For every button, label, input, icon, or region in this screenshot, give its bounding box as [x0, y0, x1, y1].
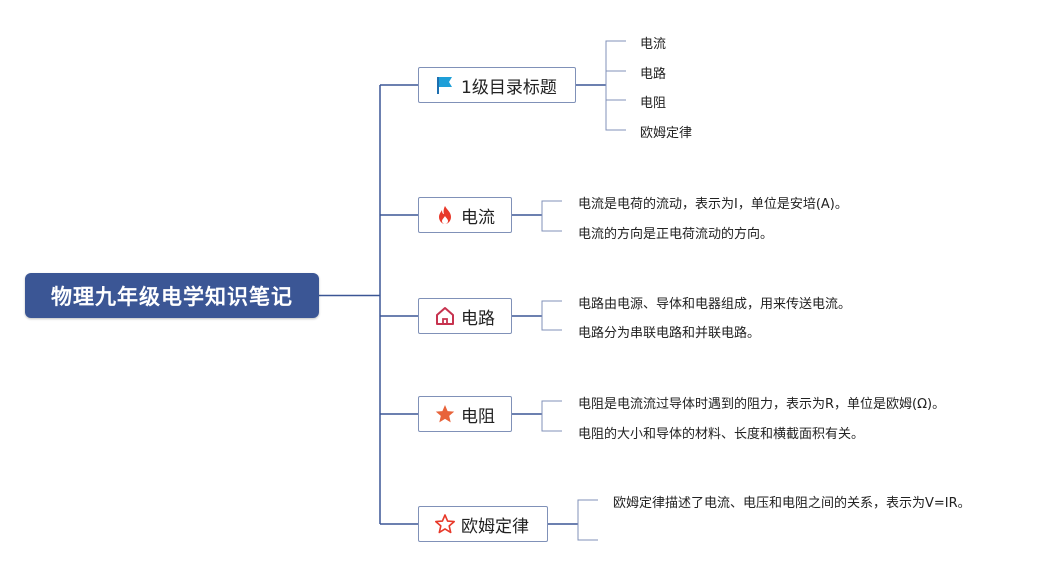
leaf-text[interactable]: 电阻是电流流过导体时遇到的阻力，表示为R，单位是欧姆(Ω)。: [578, 397, 946, 412]
topic-label: 欧姆定律: [461, 516, 529, 537]
leaf-bracket: [605, 40, 626, 131]
leaf-text[interactable]: 电流: [640, 37, 667, 52]
leaf-text[interactable]: 电路: [640, 67, 667, 82]
leaf-bracket: [541, 300, 562, 331]
topic-label: 电流: [461, 207, 495, 228]
leaf-bracket: [541, 400, 562, 432]
leaf-text[interactable]: 电阻: [640, 96, 667, 111]
topic-current[interactable]: 电流: [418, 197, 512, 233]
leaf-text[interactable]: 电阻的大小和导体的材料、长度和横截面积有关。: [578, 427, 865, 442]
leaf-text[interactable]: 欧姆定律描述了电流、电压和电阻之间的关系，表示为V=IR。: [613, 496, 971, 511]
root-title: 物理九年级电学知识笔记: [51, 284, 293, 309]
topic-label: 1级目录标题: [461, 77, 557, 98]
topic-label: 电路: [461, 308, 495, 329]
star-icon: [434, 403, 456, 425]
topic-ohms-law[interactable]: 欧姆定律: [418, 506, 548, 542]
topic-resistance[interactable]: 电阻: [418, 396, 512, 432]
outline-star-icon: [434, 513, 456, 535]
fire-icon: [434, 204, 456, 226]
topic-directory-title[interactable]: 1级目录标题: [418, 67, 576, 103]
leaf-text[interactable]: 电路由电源、导体和电器组成，用来传送电流。: [578, 297, 852, 312]
leaf-text[interactable]: 电路分为串联电路和并联电路。: [578, 326, 761, 341]
topic-circuit[interactable]: 电路: [418, 298, 512, 334]
leaf-text[interactable]: 电流的方向是正电荷流动的方向。: [578, 227, 774, 242]
root-topic[interactable]: 物理九年级电学知识笔记: [25, 273, 319, 318]
blue-flag-icon: [434, 74, 456, 96]
topic-label: 电阻: [461, 406, 495, 427]
house-icon: [434, 305, 456, 327]
leaf-bracket: [577, 499, 598, 541]
leaf-bracket: [541, 200, 562, 232]
leaf-text[interactable]: 欧姆定律: [640, 126, 693, 141]
leaf-text[interactable]: 电流是电荷的流动，表示为I，单位是安培(A)。: [578, 197, 848, 212]
